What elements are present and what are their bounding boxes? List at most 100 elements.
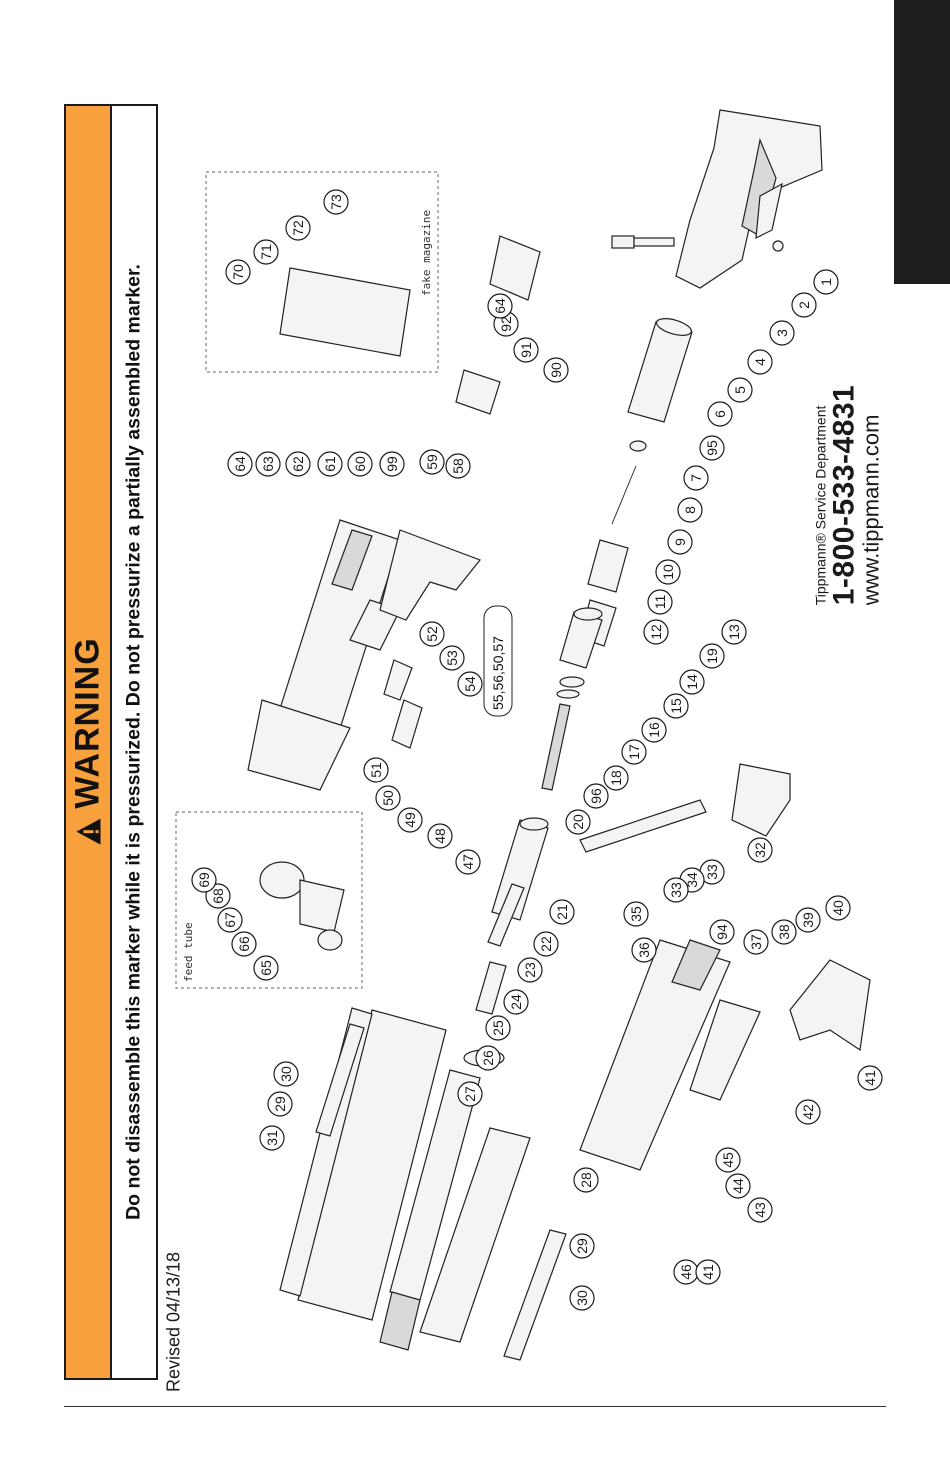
svg-text:90: 90 <box>548 362 564 378</box>
svg-text:65: 65 <box>258 960 274 976</box>
svg-text:70: 70 <box>230 264 246 280</box>
callout-part-58: 58 <box>445 453 471 479</box>
callout-part-99: 99 <box>379 451 405 477</box>
callout-part-49: 49 <box>397 807 423 833</box>
svg-text:27: 27 <box>462 1086 478 1102</box>
svg-text:64: 64 <box>492 298 508 314</box>
callout-part-34: 34 <box>679 867 705 893</box>
callout-part-30: 30 <box>569 1285 595 1311</box>
callout-part-44: 44 <box>725 1173 751 1199</box>
svg-text:3: 3 <box>774 329 790 337</box>
svg-text:46: 46 <box>678 1264 694 1280</box>
callout-part-67: 67 <box>217 907 243 933</box>
svg-text:41: 41 <box>700 1264 716 1280</box>
svg-text:14: 14 <box>684 674 700 690</box>
svg-text:42: 42 <box>800 1104 816 1120</box>
svg-text:72: 72 <box>290 220 306 236</box>
pistol-grip <box>789 959 871 1052</box>
svg-text:63: 63 <box>260 456 276 472</box>
svg-text:1: 1 <box>818 278 834 286</box>
svg-text:67: 67 <box>222 912 238 928</box>
callout-part-30-2: 30 <box>273 1061 299 1087</box>
svg-text:29: 29 <box>574 1238 590 1254</box>
svg-text:30: 30 <box>278 1066 294 1082</box>
callout-part-25: 25 <box>485 1015 511 1041</box>
svg-text:64: 64 <box>232 456 248 472</box>
stock-assembly <box>611 109 823 289</box>
callout-part-24: 24 <box>503 989 529 1015</box>
svg-text:49: 49 <box>402 812 418 828</box>
callout-part-71: 71 <box>253 239 279 265</box>
sight-parts <box>455 235 541 415</box>
callout-part-37: 37 <box>743 929 769 955</box>
svg-text:19: 19 <box>704 648 720 664</box>
callout-part-96: 96 <box>583 783 609 809</box>
svg-text:99: 99 <box>384 456 400 472</box>
svg-text:35: 35 <box>628 906 644 922</box>
callout-part-62: 62 <box>285 451 311 477</box>
callout-part-3: 3 <box>769 320 795 346</box>
callout-part-14: 14 <box>679 669 705 695</box>
svg-text:94: 94 <box>714 924 730 940</box>
svg-text:47: 47 <box>460 854 476 870</box>
svg-text:6: 6 <box>712 410 728 418</box>
callout-part-6: 6 <box>707 401 733 427</box>
svg-text:13: 13 <box>726 624 742 640</box>
callout-part-41: 41 <box>857 1065 883 1091</box>
callout-part-7: 7 <box>683 465 709 491</box>
svg-text:9: 9 <box>672 538 688 546</box>
lower-receiver <box>579 939 761 1171</box>
callout-part-31: 31 <box>259 1125 285 1151</box>
callout-part-12: 12 <box>643 619 669 645</box>
svg-text:51: 51 <box>368 762 384 778</box>
upper-receiver <box>247 519 401 791</box>
callout-part-68: 68 <box>205 883 231 909</box>
svg-text:53: 53 <box>444 650 460 666</box>
svg-text:59: 59 <box>424 454 440 470</box>
callout-part-20: 20 <box>565 809 591 835</box>
callout-part-46: 46 <box>673 1259 699 1285</box>
svg-text:44: 44 <box>730 1178 746 1194</box>
svg-text:95: 95 <box>704 440 720 456</box>
callout-part-1: 1 <box>813 269 839 295</box>
callout-part-26: 26 <box>475 1045 501 1071</box>
svg-text:38: 38 <box>776 924 792 940</box>
svg-text:22: 22 <box>538 936 554 952</box>
callout-part-59: 59 <box>419 449 445 475</box>
callout-part-29-2: 29 <box>267 1091 293 1117</box>
svg-text:20: 20 <box>570 814 586 830</box>
callout-part-64: 64 <box>227 451 253 477</box>
callout-part-29: 29 <box>569 1233 595 1259</box>
warning-box: WARNING Do not disassemble this marker w… <box>64 104 158 1380</box>
svg-text:37: 37 <box>748 934 764 950</box>
asa-adapter <box>579 763 791 853</box>
callout-part-5: 5 <box>727 377 753 403</box>
svg-text:91: 91 <box>518 342 534 358</box>
svg-text:16: 16 <box>646 722 662 738</box>
svg-text:48: 48 <box>432 828 448 844</box>
svg-text:33: 33 <box>704 864 720 880</box>
callout-part-16: 16 <box>641 717 667 743</box>
callout-part-53: 53 <box>439 645 465 671</box>
callout-part-40: 40 <box>825 895 851 921</box>
svg-text:15: 15 <box>668 698 684 714</box>
buffer-tube <box>611 318 693 525</box>
svg-text:92: 92 <box>498 316 514 332</box>
callout-part-91: 91 <box>513 337 539 363</box>
callout-part-17: 17 <box>621 739 647 765</box>
svg-text:33: 33 <box>668 882 684 898</box>
callout-part-50: 50 <box>375 785 401 811</box>
svg-text:24: 24 <box>508 994 524 1010</box>
svg-text:11: 11 <box>652 595 668 610</box>
callout-part-35: 35 <box>623 901 649 927</box>
svg-text:71: 71 <box>258 244 274 260</box>
svg-text:23: 23 <box>522 962 538 978</box>
svg-text:29: 29 <box>272 1096 288 1112</box>
callout-part-21: 21 <box>549 899 575 925</box>
svg-text:41: 41 <box>862 1070 878 1086</box>
svg-text:43: 43 <box>752 1202 768 1218</box>
svg-text:50: 50 <box>380 790 396 806</box>
feed-tube-inset: feed tube <box>175 811 363 989</box>
barrel-rail-assembly <box>279 1007 567 1361</box>
